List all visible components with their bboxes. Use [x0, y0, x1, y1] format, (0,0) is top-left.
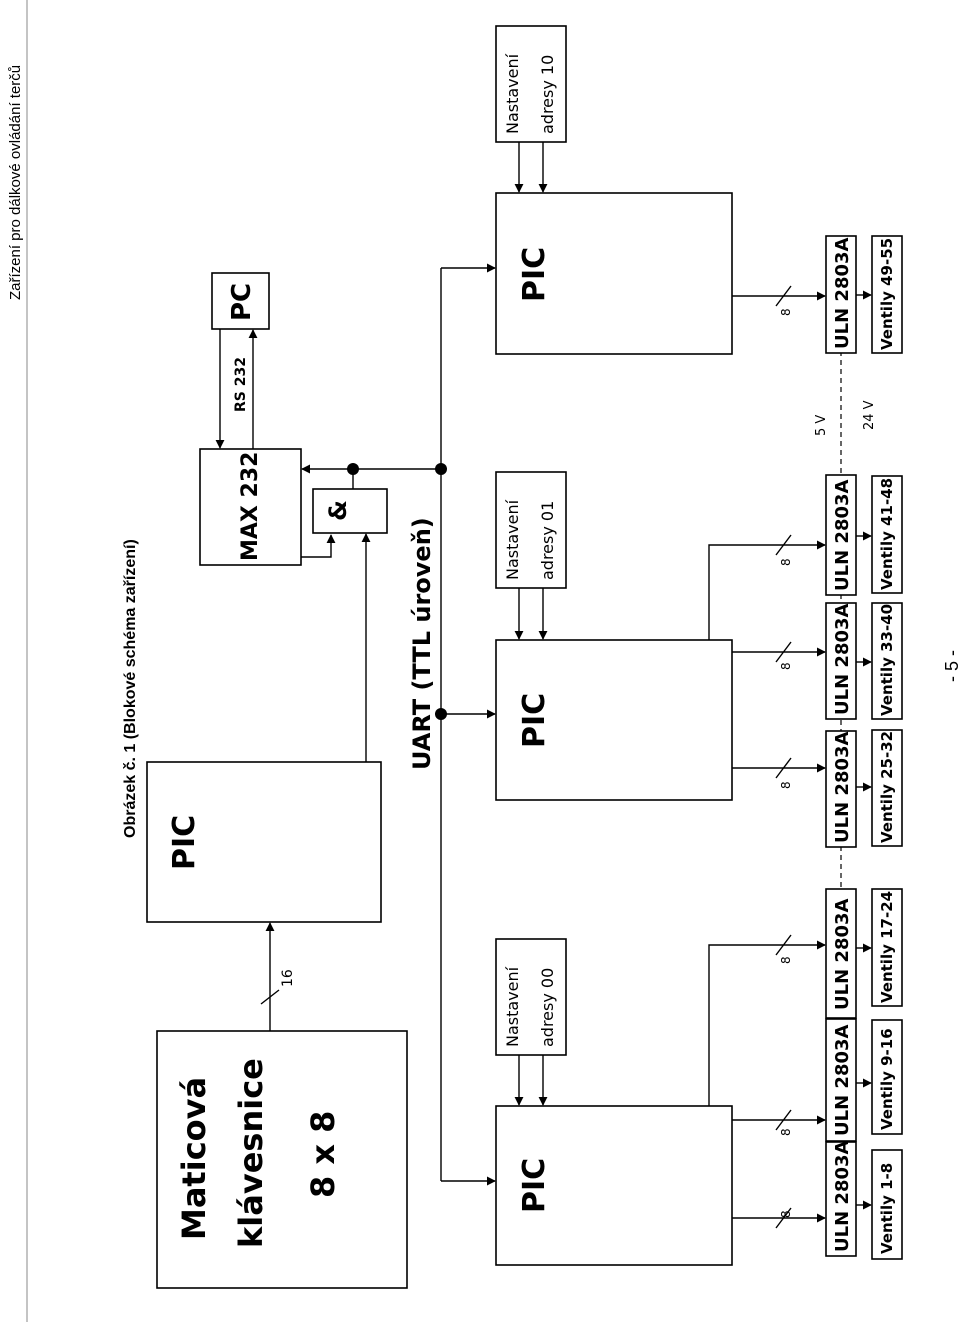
- pic2-out-3: [708, 540, 826, 640]
- keyboard-label-3: 8 x 8: [304, 1111, 342, 1198]
- bus-8-label-7: 8: [779, 308, 793, 316]
- bus-8-label-5: 8: [779, 662, 793, 670]
- bus-16-slash: [260, 989, 280, 1005]
- valve-label-7: Ventily 49-55: [878, 238, 896, 350]
- address-01-label-2: adresy 01: [538, 501, 557, 580]
- bus-8-slash-4: [775, 757, 792, 779]
- page-number: - 5 -: [942, 650, 960, 682]
- slave-pic-1-label: PIC: [517, 1158, 552, 1213]
- pc-block: [211, 272, 270, 330]
- valve-label-5: Ventily 33-40: [878, 604, 896, 716]
- valve-block-6: [871, 475, 903, 594]
- bus-8-slash-7: [775, 285, 792, 307]
- uln-block-1: [825, 1141, 857, 1257]
- valve-block-5: [871, 602, 903, 720]
- valve-label-6: Ventily 41-48: [878, 478, 896, 590]
- max232-label: MAX 232: [238, 452, 263, 561]
- valve-block-2: [871, 1019, 903, 1135]
- address-10-label-1: Nastavení: [503, 53, 522, 134]
- max-to-and-line: [301, 534, 336, 558]
- master-pic-label: PIC: [167, 815, 202, 870]
- address-00-label-1: Nastavení: [503, 966, 522, 1047]
- keyboard-label-1: Maticová: [175, 1077, 213, 1240]
- bus-8-label-1: 8: [779, 1210, 793, 1218]
- uln-to-valve-arrows: [856, 290, 872, 1210]
- uln-label-7: ULN 2803A: [832, 237, 853, 349]
- uln-label-3: ULN 2803A: [832, 898, 853, 1010]
- address-01-label-1: Nastavení: [503, 499, 522, 580]
- bus-8-slash-2: [775, 1109, 792, 1131]
- bus-8-label-6: 8: [779, 558, 793, 566]
- valve-block-4: [871, 729, 903, 847]
- uln-block-6: [825, 474, 857, 596]
- valve-label-4: Ventily 25-32: [878, 731, 896, 843]
- bus-8-label-3: 8: [779, 956, 793, 964]
- slave-pic-2-block: [495, 639, 733, 801]
- valve-label-1: Ventily 1-8: [878, 1163, 896, 1254]
- uln-block-2: [825, 1018, 857, 1142]
- page-header: Zařízení pro dálkové ovládání terčů: [7, 65, 24, 300]
- valve-block-3: [871, 888, 903, 1007]
- rs232-label: RS 232: [233, 357, 249, 412]
- slave-pic-3-label: PIC: [517, 247, 552, 302]
- slave-pic-1-block: [495, 1105, 733, 1266]
- uart-label: UART (TTL úroveň): [408, 517, 436, 770]
- uln-block-5: [825, 602, 857, 720]
- bus-8-slash-3: [775, 934, 792, 956]
- valve-block-1: [871, 1149, 903, 1260]
- bus-8-slash-1: [775, 1207, 792, 1229]
- bus-8-marks: 8 8 8 8 8 8 8: [775, 285, 793, 1229]
- address-00-block: [495, 938, 567, 1056]
- master-pic-block: [146, 761, 382, 923]
- pic1-out-3: [708, 940, 826, 1106]
- voltage-24v-label: 24 V: [862, 400, 877, 430]
- bus-8-label-4: 8: [779, 781, 793, 789]
- bus-8-slash-5: [775, 641, 792, 663]
- bus-16-label: 16: [280, 969, 296, 987]
- address-10-label-2: adresy 10: [538, 55, 557, 134]
- bus-8-slash-6: [775, 534, 792, 556]
- bus-8-label-2: 8: [779, 1128, 793, 1136]
- voltage-5v-label: 5 V: [814, 415, 829, 436]
- and-gate-block: [312, 488, 388, 534]
- uart-junction-top: [435, 463, 447, 475]
- figure-caption: Obrázek č. 1 (Blokové schéma zařízení): [122, 539, 139, 838]
- and-junction-dot: [347, 463, 359, 475]
- uln-label-2: ULN 2803A: [832, 1024, 853, 1136]
- valve-label-3: Ventily 17-24: [878, 891, 896, 1003]
- address-10-block: [495, 25, 567, 143]
- slave-pic-3-block: [495, 192, 733, 355]
- slave-pic-2-label: PIC: [517, 693, 552, 748]
- valve-block-7: [871, 235, 903, 354]
- keyboard-block: [156, 1030, 408, 1289]
- uln-block-4: [825, 730, 857, 848]
- address-01-block: [495, 471, 567, 589]
- uln-label-6: ULN 2803A: [832, 479, 853, 591]
- and-gate-label: &: [324, 500, 352, 521]
- uln-label-1: ULN 2803A: [832, 1140, 853, 1252]
- pc-label: PC: [227, 283, 257, 321]
- max232-block: [199, 448, 302, 566]
- address-00-label-2: adresy 00: [538, 968, 557, 1047]
- uln-block-3: [825, 888, 857, 1019]
- uln-label-5: ULN 2803A: [832, 603, 853, 715]
- keyboard-label-2: klávesnice: [232, 1058, 270, 1248]
- valve-groups: Ventily 1-8 Ventily 9-16 Ventily 17-24 V…: [871, 235, 903, 1260]
- uln-label-4: ULN 2803A: [832, 731, 853, 843]
- valve-label-2: Ventily 9-16: [878, 1028, 896, 1130]
